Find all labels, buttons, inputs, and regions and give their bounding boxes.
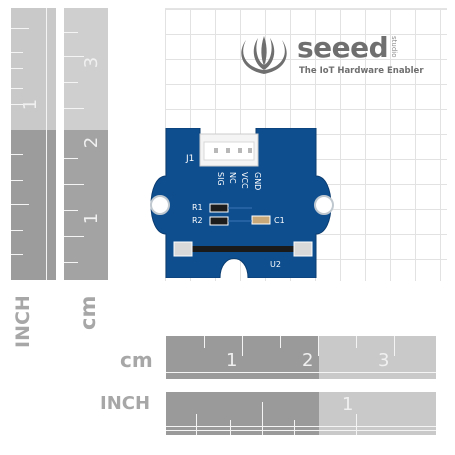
horizontal-inch-label: INCH	[100, 393, 151, 414]
pin-label: NC	[228, 172, 237, 184]
brand-studio: studio	[390, 36, 398, 58]
horizontal-inch-ruler: 1	[166, 392, 436, 435]
seeed-logo-mark-icon	[238, 34, 290, 78]
vertical-inch-label: INCH	[12, 295, 34, 348]
pin-label: GND	[253, 172, 262, 191]
cm-number: 3	[378, 350, 390, 371]
cm-number: 2	[302, 350, 314, 371]
cm-number: 1	[226, 350, 238, 371]
capacitor-label: C1	[274, 216, 285, 225]
grove-sensor-board: J1 SIG NC VCC GND R1 R2 C1 U2	[148, 127, 338, 279]
vertical-cm-label: cm	[76, 295, 100, 330]
cm-number-2: 2	[81, 136, 103, 149]
vertical-inch-ruler: 1	[11, 8, 56, 280]
horizontal-cm-ruler: 1 2 3	[166, 336, 436, 379]
inch-number: 1	[342, 394, 354, 415]
vertical-cm-ruler: 3 2 1	[64, 8, 108, 280]
pin-label: SIG	[216, 172, 225, 186]
resistor-label: R2	[192, 216, 203, 225]
cm-number-1: 1	[81, 212, 103, 225]
connector-label: J1	[186, 154, 195, 164]
pin-label: VCC	[240, 172, 249, 189]
horizontal-cm-label: cm	[120, 348, 153, 372]
sensor-label: U2	[270, 260, 281, 269]
inch-number: 1	[20, 98, 42, 111]
cm-number-3: 3	[81, 56, 103, 69]
resistor-label: R1	[192, 203, 203, 212]
brand-tagline: The IoT Hardware Enabler	[299, 66, 424, 76]
brand-name: seeed	[297, 31, 389, 64]
